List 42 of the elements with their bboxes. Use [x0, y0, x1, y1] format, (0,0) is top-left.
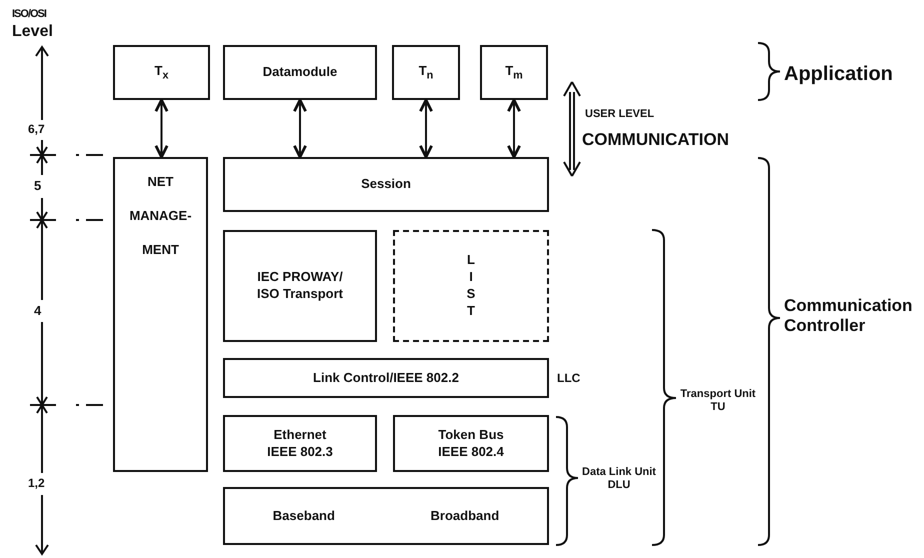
layer-box	[113, 45, 210, 100]
box-label: Token Bus IEEE 802.4	[437, 426, 505, 460]
dashed-layer-box	[393, 230, 549, 342]
box-label: Link Control/IEEE 802.2	[313, 370, 459, 386]
double-arrow	[293, 98, 307, 158]
layer-box	[223, 230, 377, 342]
box-label: T$_{m}$	[505, 62, 523, 82]
box-label: NET MANAGE- MENT	[128, 173, 193, 259]
box-label: T$_{n}$	[418, 62, 434, 82]
box-label: Baseband	[272, 508, 335, 524]
box-label: IEC PROWAY/ ISO Transport	[256, 269, 344, 303]
box-label: L I S T	[466, 252, 476, 320]
double-arrow	[154, 98, 168, 158]
layer-box	[113, 157, 208, 472]
annotation-label: Data Link Unit DLU	[581, 466, 657, 492]
layer-box	[223, 415, 377, 472]
layer-box	[480, 45, 548, 100]
annotation-label: ISO/OSI	[12, 8, 48, 22]
layer-box	[392, 45, 460, 100]
annotation-label: LLC	[557, 371, 582, 386]
box-label: Ethernet IEEE 802.3	[266, 426, 334, 460]
annotation-label: Communication Controller	[784, 296, 914, 337]
annotation-label: 4	[34, 303, 42, 319]
annotation-label: Transport Unit TU	[679, 388, 757, 414]
double-arrow	[507, 98, 521, 158]
annotation-label: Level	[12, 22, 54, 42]
box-label: Datamodule	[262, 64, 338, 81]
annotation-label: Application	[784, 62, 894, 86]
layer-box	[223, 358, 549, 398]
annotation-label: USER LEVEL	[585, 108, 656, 122]
layer-box	[223, 157, 549, 212]
annotation-label: 5	[34, 178, 42, 194]
box-label: Broadband	[430, 508, 500, 524]
annotation-label: 1,2	[28, 476, 46, 490]
layer-box	[223, 487, 549, 545]
box-label: Session	[361, 176, 411, 193]
double-arrow	[419, 98, 433, 158]
box-label: T$_{x}$	[154, 62, 168, 82]
annotation-label: 6,7	[28, 122, 46, 136]
annotation-label: COMMUNICATION	[582, 130, 730, 150]
layer-box	[393, 415, 549, 472]
layer-box	[223, 45, 377, 100]
